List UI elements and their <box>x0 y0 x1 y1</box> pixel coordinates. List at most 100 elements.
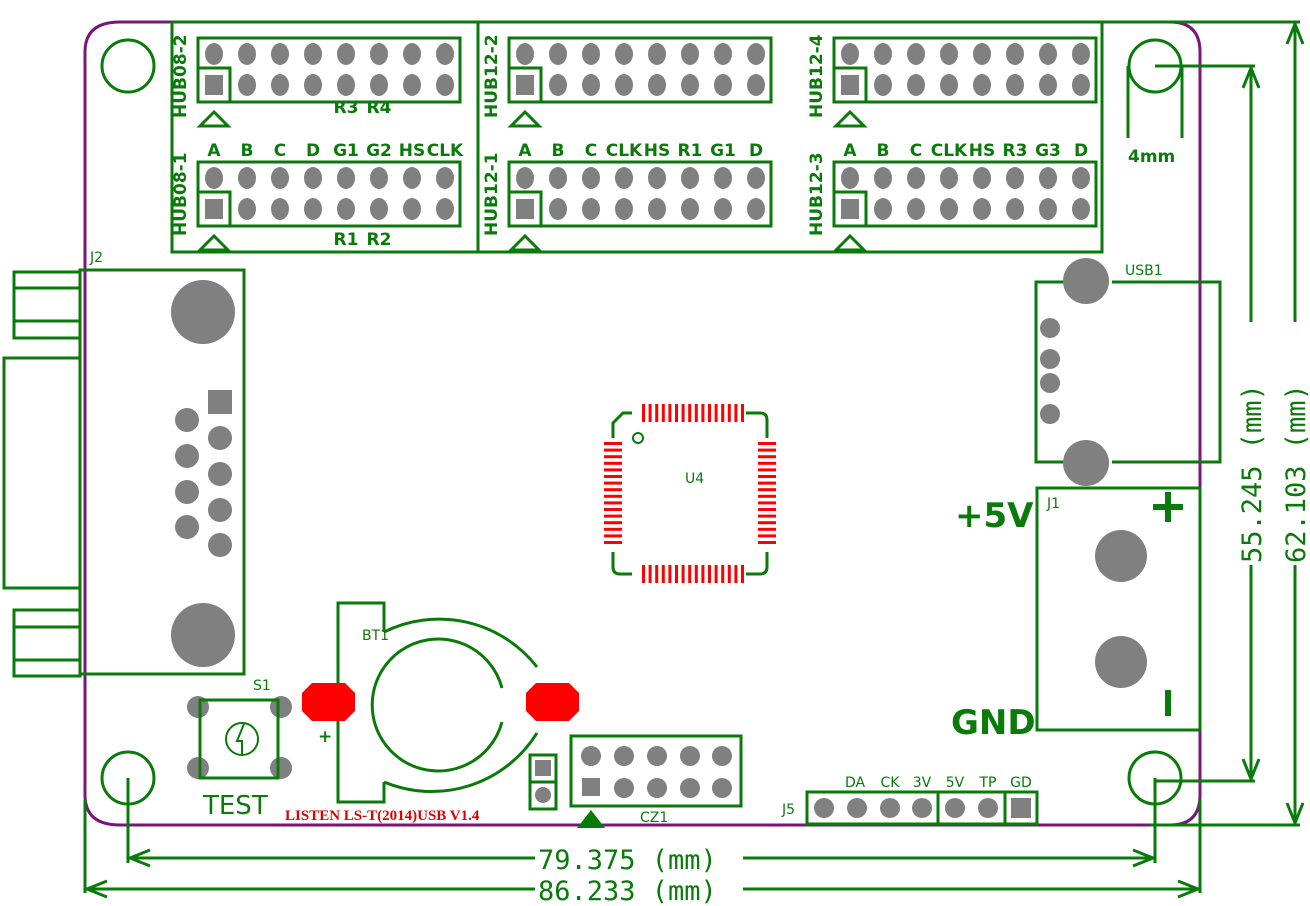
qfp-pin <box>604 481 622 485</box>
header-pin <box>714 167 732 189</box>
header-pin <box>1006 167 1024 189</box>
pin-label: R2 <box>367 230 392 250</box>
header-pin <box>370 74 388 96</box>
j5-pin-label: TP <box>979 775 997 791</box>
qfp-pin <box>604 442 622 445</box>
header-pin <box>205 43 223 65</box>
qfp-pin <box>741 565 744 583</box>
header-pin <box>841 43 859 65</box>
qfp-pin <box>727 565 731 583</box>
header-pin-1 <box>516 199 534 219</box>
pin-label: B <box>877 141 890 161</box>
pin-label: R3 <box>1003 141 1028 161</box>
header-pin <box>271 167 289 189</box>
pin-label: HS <box>969 141 995 161</box>
header-pin <box>337 43 355 65</box>
header-pin <box>549 167 567 189</box>
qfp-pin <box>758 488 776 492</box>
header-pin <box>582 74 600 96</box>
dim-board-height: 62.103 (mm) <box>1281 384 1310 563</box>
header-pin <box>648 74 666 96</box>
header-pin <box>747 74 765 96</box>
qfp-pin <box>604 475 622 478</box>
j1-label: J1 <box>1046 496 1060 512</box>
header-pin <box>549 43 567 65</box>
hub-area-frame <box>170 20 1104 254</box>
header-pin <box>1006 198 1024 220</box>
hub-header-hub12-4: HUB12-4 <box>807 34 1098 128</box>
qfp-pin <box>694 404 698 422</box>
header-pin <box>304 198 322 220</box>
hub-header-label: HUB12-2 <box>482 34 502 118</box>
header-pin <box>973 74 991 96</box>
qfp-pin <box>701 404 705 422</box>
qfp-pin <box>758 468 776 472</box>
pin-label: D <box>306 141 320 161</box>
header-pin-1 <box>841 199 859 219</box>
header-pin <box>940 167 958 189</box>
header-pin <box>436 167 454 189</box>
header-pin <box>615 43 633 65</box>
qfp-pin <box>758 455 776 459</box>
header-pin <box>403 43 421 65</box>
header-pin <box>973 167 991 189</box>
hub-header-label: HUB08-1 <box>171 152 191 236</box>
header-pin <box>436 43 454 65</box>
pin-label: CLK <box>427 141 464 161</box>
header-pin <box>874 198 892 220</box>
j5-pin-label: GD <box>1010 775 1032 791</box>
hub-header-hub12-2: HUB12-2 <box>482 34 773 128</box>
qfp-pin <box>604 514 622 518</box>
header-pin <box>304 167 322 189</box>
header-pin <box>238 198 256 220</box>
qfp-pin <box>758 461 776 465</box>
qfp-pin <box>701 565 705 583</box>
qfp-pin <box>758 508 776 511</box>
header-pin <box>714 198 732 220</box>
pin-label: CLK <box>931 141 968 161</box>
header-pin <box>337 74 355 96</box>
j2-label: J2 <box>89 250 103 266</box>
header-pin <box>337 167 355 189</box>
qfp-pin <box>758 442 776 445</box>
qfp-pin <box>681 565 685 583</box>
plus-sign-icon <box>1153 492 1183 522</box>
header-pin <box>615 167 633 189</box>
pin-label: B <box>552 141 565 161</box>
header-pin <box>681 167 699 189</box>
header-pin <box>747 43 765 65</box>
header-pin <box>516 43 534 65</box>
header-pin <box>370 43 388 65</box>
pin-label: G2 <box>366 141 392 161</box>
header-pin <box>403 198 421 220</box>
header-pin <box>205 167 223 189</box>
header-pin <box>516 167 534 189</box>
qfp-pin <box>758 541 776 544</box>
s1-test-switch <box>187 696 292 780</box>
qfp-pin <box>708 404 711 422</box>
gnd-label: GND <box>951 703 1036 743</box>
header-pin <box>549 74 567 96</box>
pin-label: HS <box>399 141 425 161</box>
header-pin <box>681 43 699 65</box>
board-title: LISTEN LS-T(2014)USB V1.4 <box>285 808 480 824</box>
hub-header-label: HUB12-1 <box>482 152 502 236</box>
qfp-pin <box>604 488 622 492</box>
header-pin <box>973 43 991 65</box>
header-pin <box>403 167 421 189</box>
j5-label: J5 <box>781 802 795 818</box>
qfp-pin <box>604 541 622 544</box>
header-pin <box>1039 167 1057 189</box>
header-pin <box>271 74 289 96</box>
pin-label: G1 <box>333 141 359 161</box>
j5-pin-label: 5V <box>946 775 965 791</box>
header-pin <box>304 74 322 96</box>
header-pin <box>1006 43 1024 65</box>
j2-connector <box>2 268 246 678</box>
qfp-pin <box>758 514 776 518</box>
header-pin <box>874 167 892 189</box>
qfp-pin <box>758 501 776 505</box>
qfp-pin <box>655 565 659 583</box>
header-pin <box>1006 74 1024 96</box>
